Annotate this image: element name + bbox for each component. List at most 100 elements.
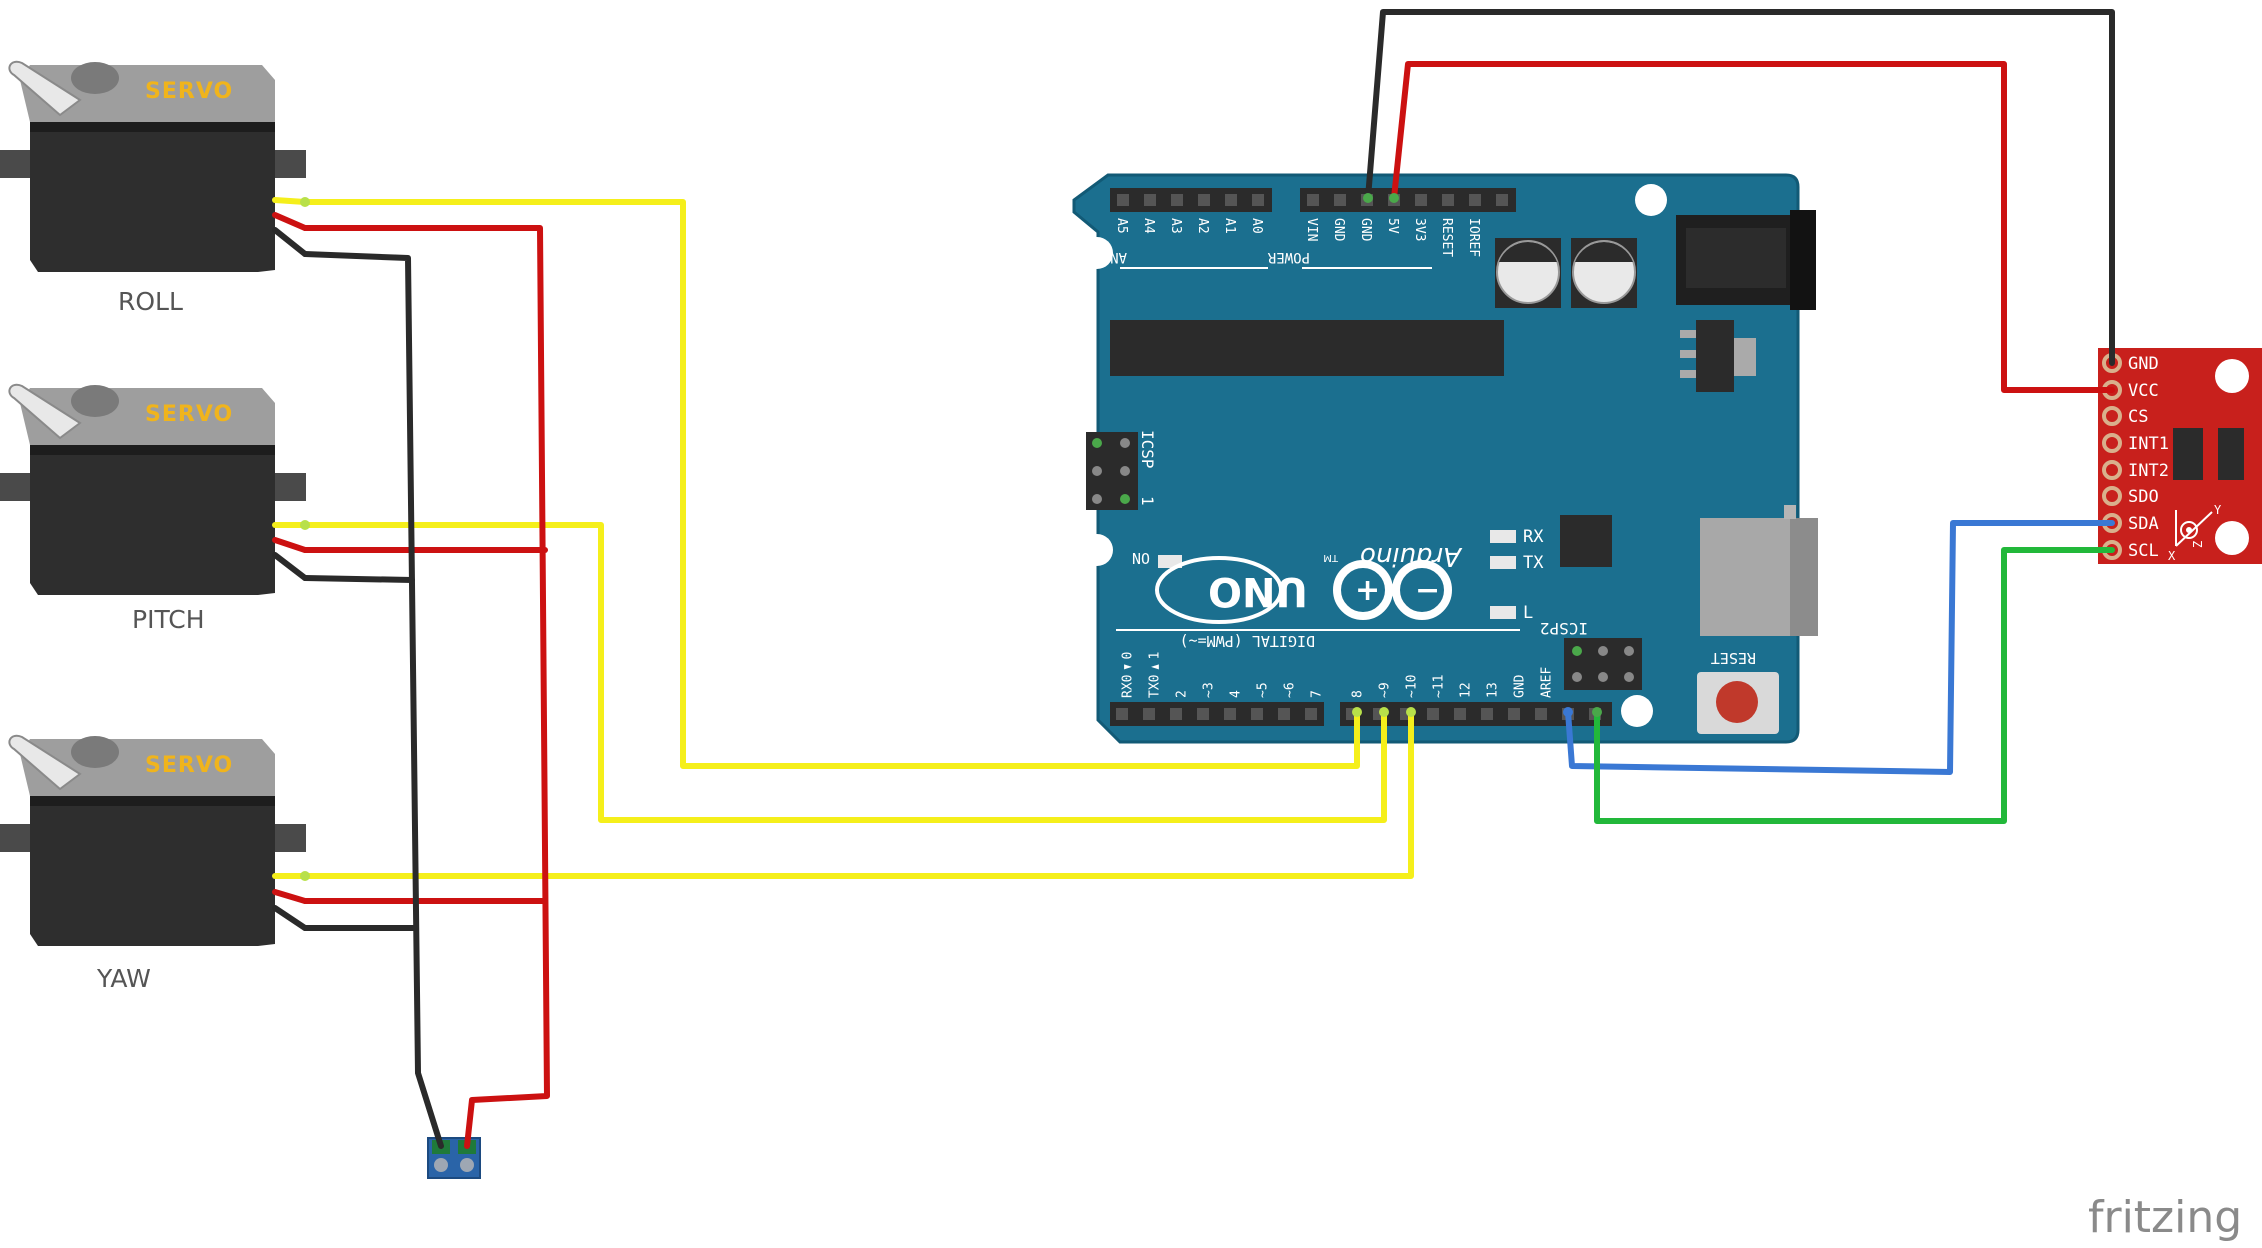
servo-brand: SERVO bbox=[145, 402, 233, 427]
sensor-pin-scl: SCL bbox=[2128, 541, 2159, 561]
wire-roll-signal bbox=[302, 199, 1360, 769]
pin-label: GND bbox=[1331, 218, 1346, 242]
wire-pitch-ground bbox=[302, 575, 415, 583]
pin-label: ~11 bbox=[1432, 675, 1447, 698]
sensor-pin-int1: INT1 bbox=[2128, 434, 2169, 454]
pin-label: 8 bbox=[1351, 690, 1366, 698]
pin-label: 2 bbox=[1175, 690, 1190, 698]
servo-label-pitch: PITCH bbox=[132, 605, 205, 634]
arduino-brand-text: Arduino bbox=[1360, 541, 1463, 571]
servo-brand: SERVO bbox=[145, 753, 233, 778]
pin-label: RESET bbox=[1439, 218, 1454, 257]
rx-led-label: RX bbox=[1523, 527, 1544, 547]
icsp-pin1-label: 1 bbox=[1138, 496, 1157, 506]
servo-pitch: SERVO PITCH bbox=[0, 383, 306, 634]
power-jack bbox=[1676, 210, 1816, 310]
digital-header-label: DIGITAL (PWM=~) bbox=[1180, 632, 1315, 650]
pin-label: A3 bbox=[1168, 218, 1183, 234]
fritzing-watermark: fritzing bbox=[2088, 1192, 2242, 1243]
mounting-hole bbox=[1635, 184, 1667, 216]
servo-label-roll: ROLL bbox=[118, 287, 183, 316]
reset-label: RESET bbox=[1711, 649, 1756, 667]
reset-button bbox=[1697, 672, 1779, 734]
usb-connector bbox=[1700, 505, 1818, 636]
capacitors bbox=[1495, 238, 1637, 308]
axis-indicator bbox=[2175, 510, 2213, 547]
tx-led-label: TX bbox=[1523, 553, 1544, 573]
pin-label: GND bbox=[1513, 674, 1528, 698]
pin-label: 4 bbox=[1229, 690, 1244, 698]
icsp-label: ICSP bbox=[1138, 430, 1157, 469]
arduino-logo: UNO + − Arduino TM bbox=[1155, 541, 1463, 624]
svg-text:+: + bbox=[1355, 573, 1380, 608]
pin-label: 3V3 bbox=[1412, 218, 1427, 241]
digital-header-low bbox=[1110, 702, 1324, 726]
sensor-pin-sda: SDA bbox=[2128, 514, 2159, 534]
wire-pitch-signal bbox=[302, 522, 1387, 823]
icsp-header bbox=[1086, 432, 1138, 510]
servo-body bbox=[30, 120, 275, 272]
wire-gnd-to-sensor bbox=[1365, 9, 2115, 366]
pin-label: A5 bbox=[1114, 218, 1129, 234]
wire-roll-ground bbox=[302, 251, 444, 1149]
mounting-hole bbox=[2215, 359, 2249, 393]
module-chip bbox=[2173, 428, 2203, 480]
pin-label: 12 bbox=[1459, 682, 1474, 698]
servo-shaft bbox=[71, 62, 119, 94]
svg-text:−: − bbox=[1415, 573, 1440, 608]
sensor-pin-gnd: GND bbox=[2128, 354, 2159, 374]
pin-label: 7 bbox=[1310, 690, 1325, 698]
servo-horn bbox=[8, 734, 82, 791]
servo-body bbox=[30, 443, 275, 595]
wire-junctions bbox=[300, 193, 1602, 881]
servo-shaft bbox=[71, 385, 119, 417]
pin-label: TX0►1 bbox=[1148, 652, 1163, 698]
pin-label: RX0◄0 bbox=[1121, 652, 1136, 698]
mounting-hole bbox=[2215, 521, 2249, 555]
voltage-regulator bbox=[1680, 320, 1756, 392]
analog-header-label: ANALOG IN bbox=[1051, 249, 1127, 265]
wire-sda bbox=[1565, 520, 2115, 775]
pin-label: A0 bbox=[1249, 218, 1264, 234]
mounting-hole bbox=[1621, 695, 1653, 727]
pin-label: 5V bbox=[1385, 218, 1400, 234]
status-leds bbox=[1490, 530, 1516, 619]
pin-label: AREF bbox=[1540, 667, 1555, 698]
pin-label: ~3 bbox=[1202, 682, 1217, 698]
pin-label: ~5 bbox=[1256, 682, 1271, 698]
module-chip bbox=[2218, 428, 2244, 480]
pin-label: ~10 bbox=[1405, 675, 1420, 698]
icsp2-header bbox=[1564, 638, 1642, 690]
wire-5v-to-sensor bbox=[1391, 61, 2115, 393]
tm-mark: TM bbox=[1323, 552, 1339, 563]
servo-roll: SERVO ROLL bbox=[0, 60, 306, 316]
mounting-hole bbox=[1081, 237, 1113, 269]
sensor-pin-vcc: VCC bbox=[2128, 381, 2159, 401]
axis-label: Z bbox=[2191, 541, 2205, 548]
wires bbox=[302, 9, 2115, 1149]
sensor-pin-sdo: SDO bbox=[2128, 487, 2159, 507]
axis-label: X bbox=[2168, 549, 2176, 563]
power-header bbox=[1300, 188, 1516, 212]
servo-yaw: SERVO YAW bbox=[0, 734, 306, 993]
pin-label: A2 bbox=[1195, 218, 1210, 234]
accelerometer-module: Y Z X GND VCC CS INT1 INT2 SDO SDA SCL bbox=[2098, 348, 2262, 564]
servo-shaft bbox=[71, 736, 119, 768]
servo-leads bbox=[272, 197, 308, 931]
pin-label: GND bbox=[1358, 218, 1373, 242]
pin-label: ~9 bbox=[1378, 682, 1393, 698]
arduino-uno-board: A5 A4 A3 A2 A1 A0 ANALOG IN VIN GND GND … bbox=[1051, 173, 1818, 744]
pin-label: A1 bbox=[1222, 218, 1237, 234]
wire-roll-power bbox=[302, 225, 550, 1149]
power-header-label: POWER bbox=[1267, 249, 1310, 265]
usb-chip bbox=[1560, 515, 1612, 567]
pin-label: A4 bbox=[1141, 218, 1156, 234]
servo-horn bbox=[8, 383, 82, 440]
pin-label: VIN bbox=[1304, 218, 1319, 241]
wire-yaw-signal bbox=[302, 709, 1414, 879]
servo-body bbox=[30, 794, 275, 946]
analog-header bbox=[1110, 188, 1272, 212]
uno-logo-text: UNO bbox=[1208, 568, 1308, 614]
wire-scl bbox=[1594, 547, 2115, 824]
